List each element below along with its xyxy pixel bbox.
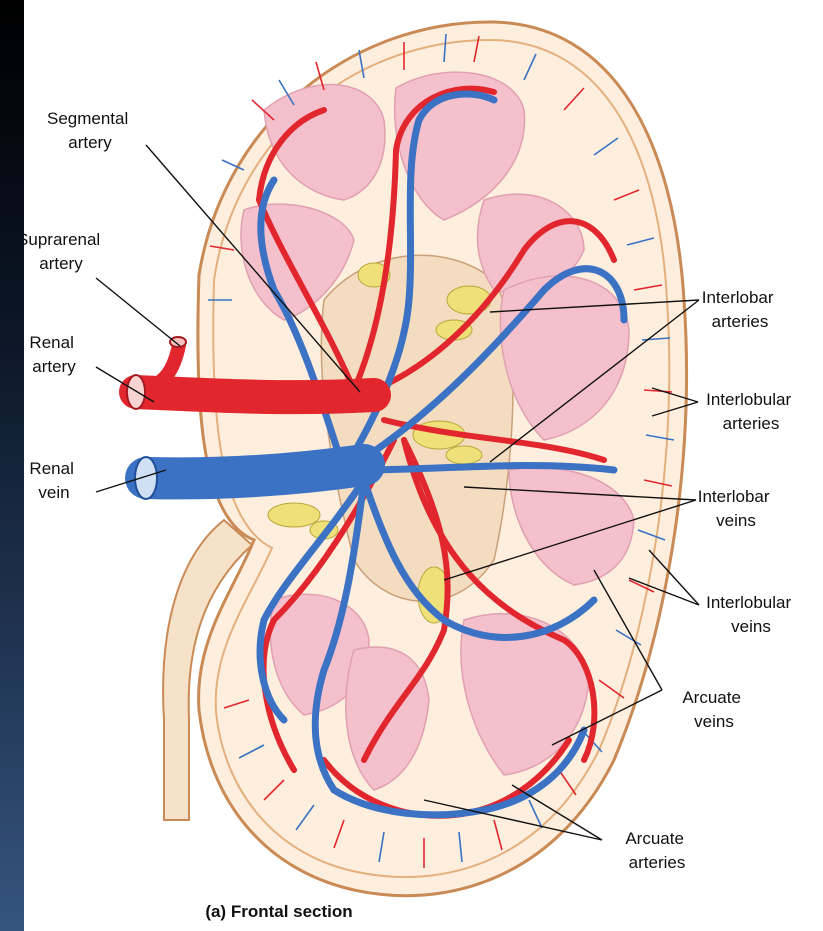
label-interlobular-veins: Interlobular veins <box>706 593 796 636</box>
label-segmental: Segmental artery <box>47 109 133 152</box>
label-segmental-line1: Segmental <box>47 109 128 128</box>
label-renal-artery-line2: artery <box>32 357 76 376</box>
label-arcuate-arteries-line2: arteries <box>629 853 686 872</box>
renal-artery <box>136 392 374 397</box>
label-suprarenal: Suprarenal artery <box>24 230 105 273</box>
label-interlobular-veins-line2: veins <box>731 617 771 636</box>
label-suprarenal-line1: Suprarenal <box>24 230 100 249</box>
label-arcuate-arteries: Arcuate arteries <box>625 829 688 872</box>
label-renal-artery-line1: Renal <box>29 333 73 352</box>
label-interlobar-arteries-line2: arteries <box>712 312 769 331</box>
label-arcuate-arteries-line1: Arcuate <box>625 829 684 848</box>
figure-caption: (a) Frontal section <box>205 902 352 921</box>
label-renal-vein-line2: vein <box>38 483 69 502</box>
label-interlobar-veins-line2: veins <box>716 511 756 530</box>
label-arcuate-veins: Arcuate veins <box>682 688 745 731</box>
label-arcuate-veins-line1: Arcuate <box>682 688 741 707</box>
label-segmental-line2: artery <box>68 133 112 152</box>
label-renal-vein-line1: Renal <box>29 459 73 478</box>
label-interlobar-veins-line1: Interlobar <box>698 487 770 506</box>
label-arcuate-veins-line2: veins <box>694 712 734 731</box>
label-renal-vein: Renal vein <box>29 459 78 502</box>
diagram-card: Segmental artery Suprarenal artery Renal… <box>24 0 823 931</box>
label-interlobular-arteries-line2: arteries <box>723 414 780 433</box>
label-renal-artery: Renal artery <box>29 333 78 376</box>
label-interlobar-veins: Interlobar veins <box>698 487 775 530</box>
label-interlobar-arteries: Interlobar arteries <box>702 288 779 331</box>
label-interlobular-veins-line1: Interlobular <box>706 593 791 612</box>
kidney-blood-supply-diagram: Segmental artery Suprarenal artery Renal… <box>24 0 823 931</box>
label-interlobar-arteries-line1: Interlobar <box>702 288 774 307</box>
label-interlobular-arteries: Interlobular arteries <box>706 390 796 433</box>
label-suprarenal-line2: artery <box>39 254 83 273</box>
renal-artery-opening <box>127 375 145 409</box>
renal-vein <box>146 465 364 478</box>
suprarenal-artery-opening <box>170 337 186 347</box>
slide-left-gradient <box>0 0 24 931</box>
label-interlobular-arteries-line1: Interlobular <box>706 390 791 409</box>
